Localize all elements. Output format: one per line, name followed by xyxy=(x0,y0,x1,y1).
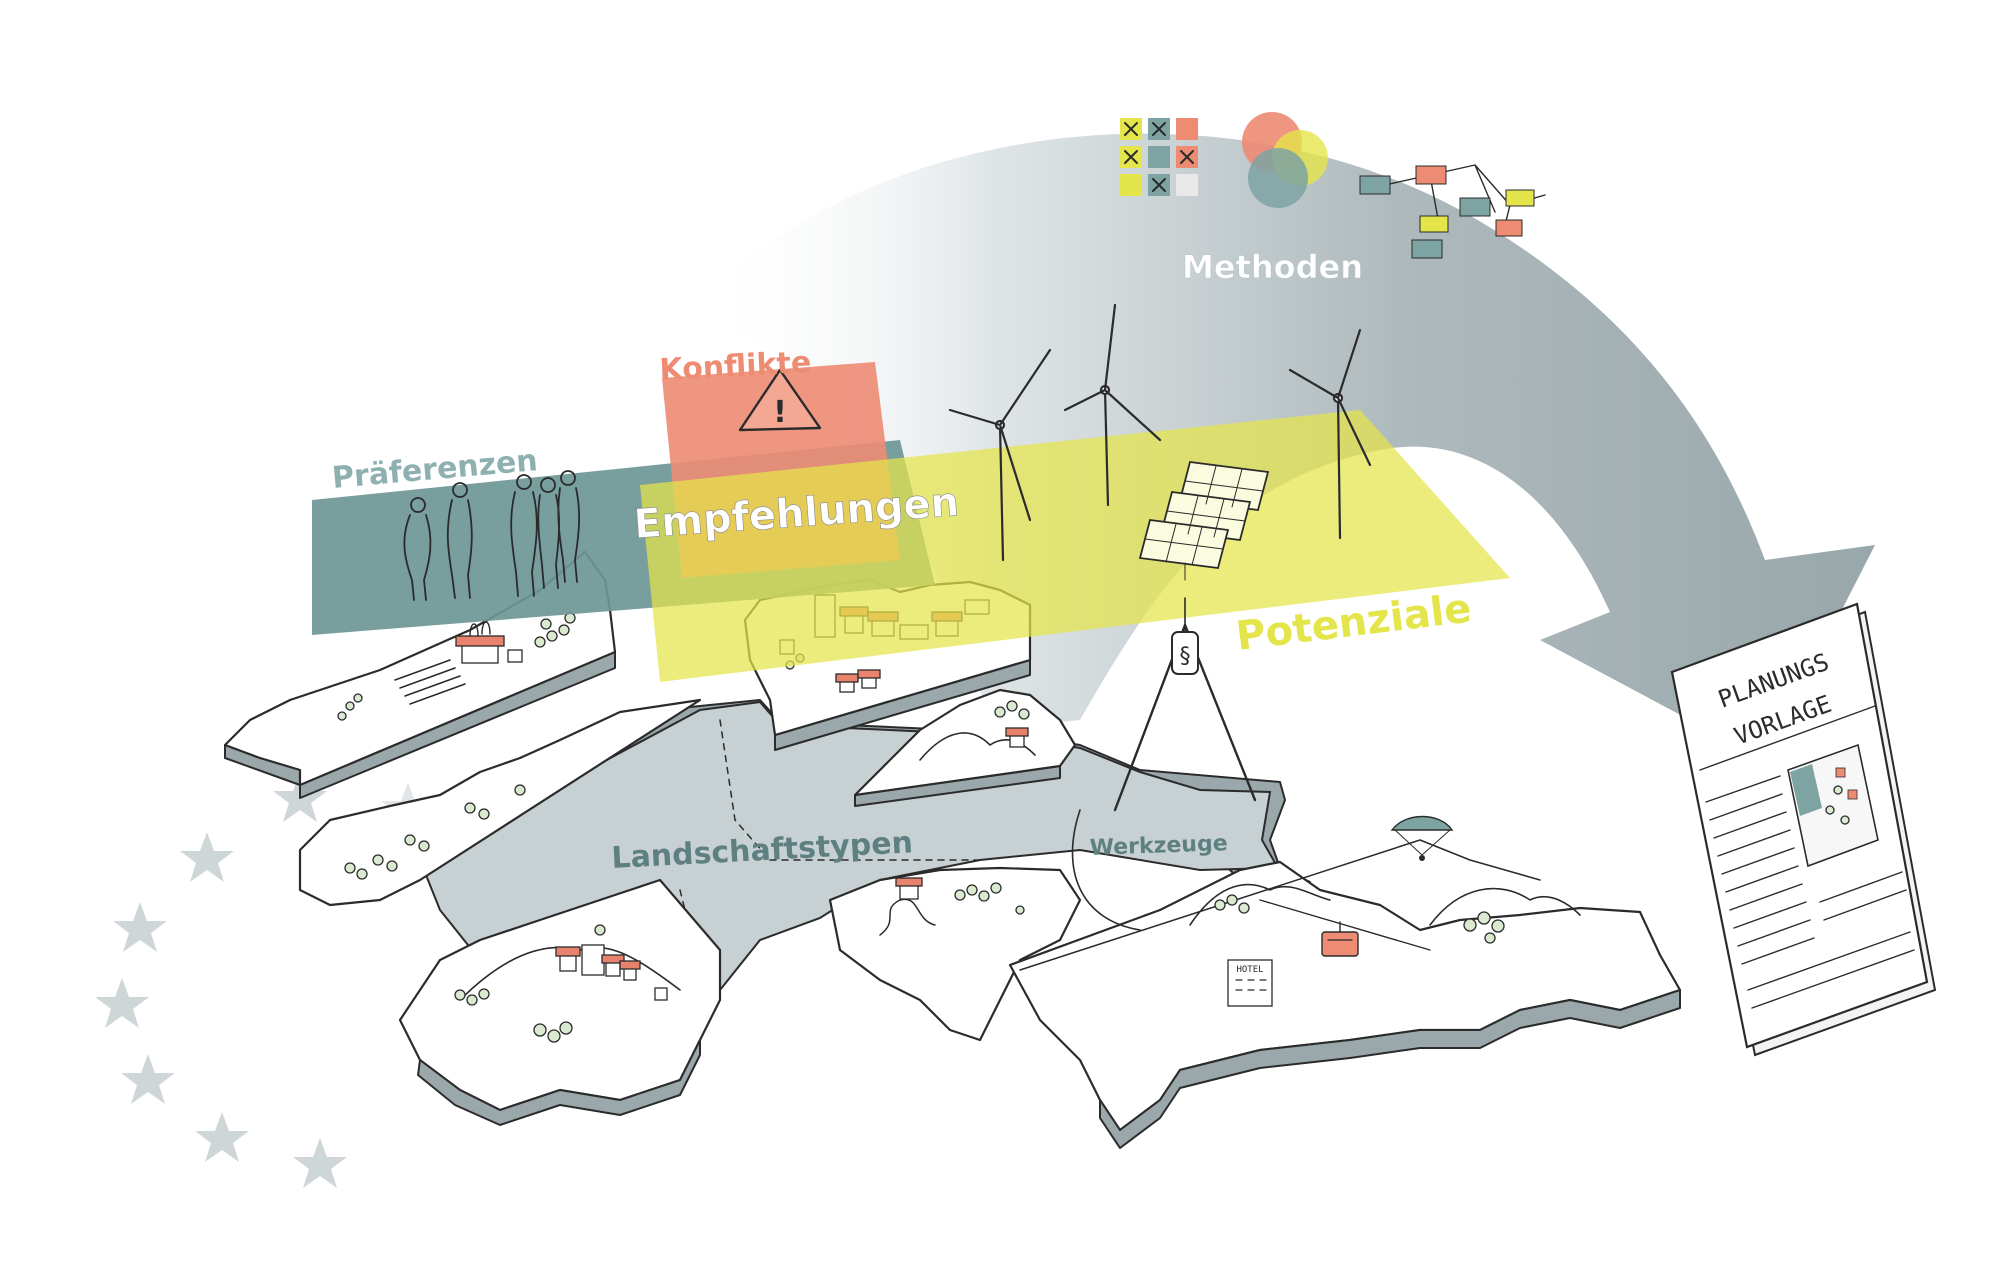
people-group-icon xyxy=(403,470,580,601)
planning-document-icon: PLANUNGS VORLAGE xyxy=(1670,602,1937,1057)
landscape-map: HOTEL xyxy=(298,698,1682,1149)
eu-star-icon xyxy=(113,902,167,952)
eu-star-icon xyxy=(121,1054,175,1104)
wind-turbine-icon xyxy=(948,348,1052,562)
solar-panel-icon xyxy=(1138,461,1270,581)
eu-star-icon xyxy=(293,1138,347,1188)
methoden-label: Methoden xyxy=(1182,248,1363,286)
mountain-platform xyxy=(853,688,1077,807)
warning-triangle-icon: ! xyxy=(738,368,822,432)
flowchart-icon xyxy=(1359,164,1546,259)
trees-west xyxy=(344,784,526,880)
konflikte-label: Konflikte xyxy=(659,345,812,388)
hotel-sign: HOTEL xyxy=(1236,965,1263,975)
eu-star-icon xyxy=(195,1112,249,1162)
village-central xyxy=(895,877,1025,915)
warning-mark: ! xyxy=(773,395,787,430)
paraglider-icon xyxy=(1390,815,1454,861)
werkzeuge-label: Werkzeuge xyxy=(1089,831,1228,861)
cable-car-icon xyxy=(1259,899,1431,957)
eu-star-icon xyxy=(180,832,234,882)
wind-turbine-icon xyxy=(1288,328,1372,540)
wind-turbine-icon xyxy=(1063,303,1162,507)
hotel-icon: HOTEL xyxy=(1227,959,1273,1007)
compass-divider-icon: § xyxy=(1113,597,1257,812)
alpine-mountains-east xyxy=(1189,883,1581,944)
paragraph-symbol: § xyxy=(1180,644,1191,669)
village-southwest xyxy=(454,924,668,1043)
cross-grid-icon xyxy=(1120,118,1198,196)
venn-diagram-icon xyxy=(1242,112,1328,208)
eu-star-icon xyxy=(95,978,149,1028)
potenziale-plane xyxy=(640,410,1510,682)
